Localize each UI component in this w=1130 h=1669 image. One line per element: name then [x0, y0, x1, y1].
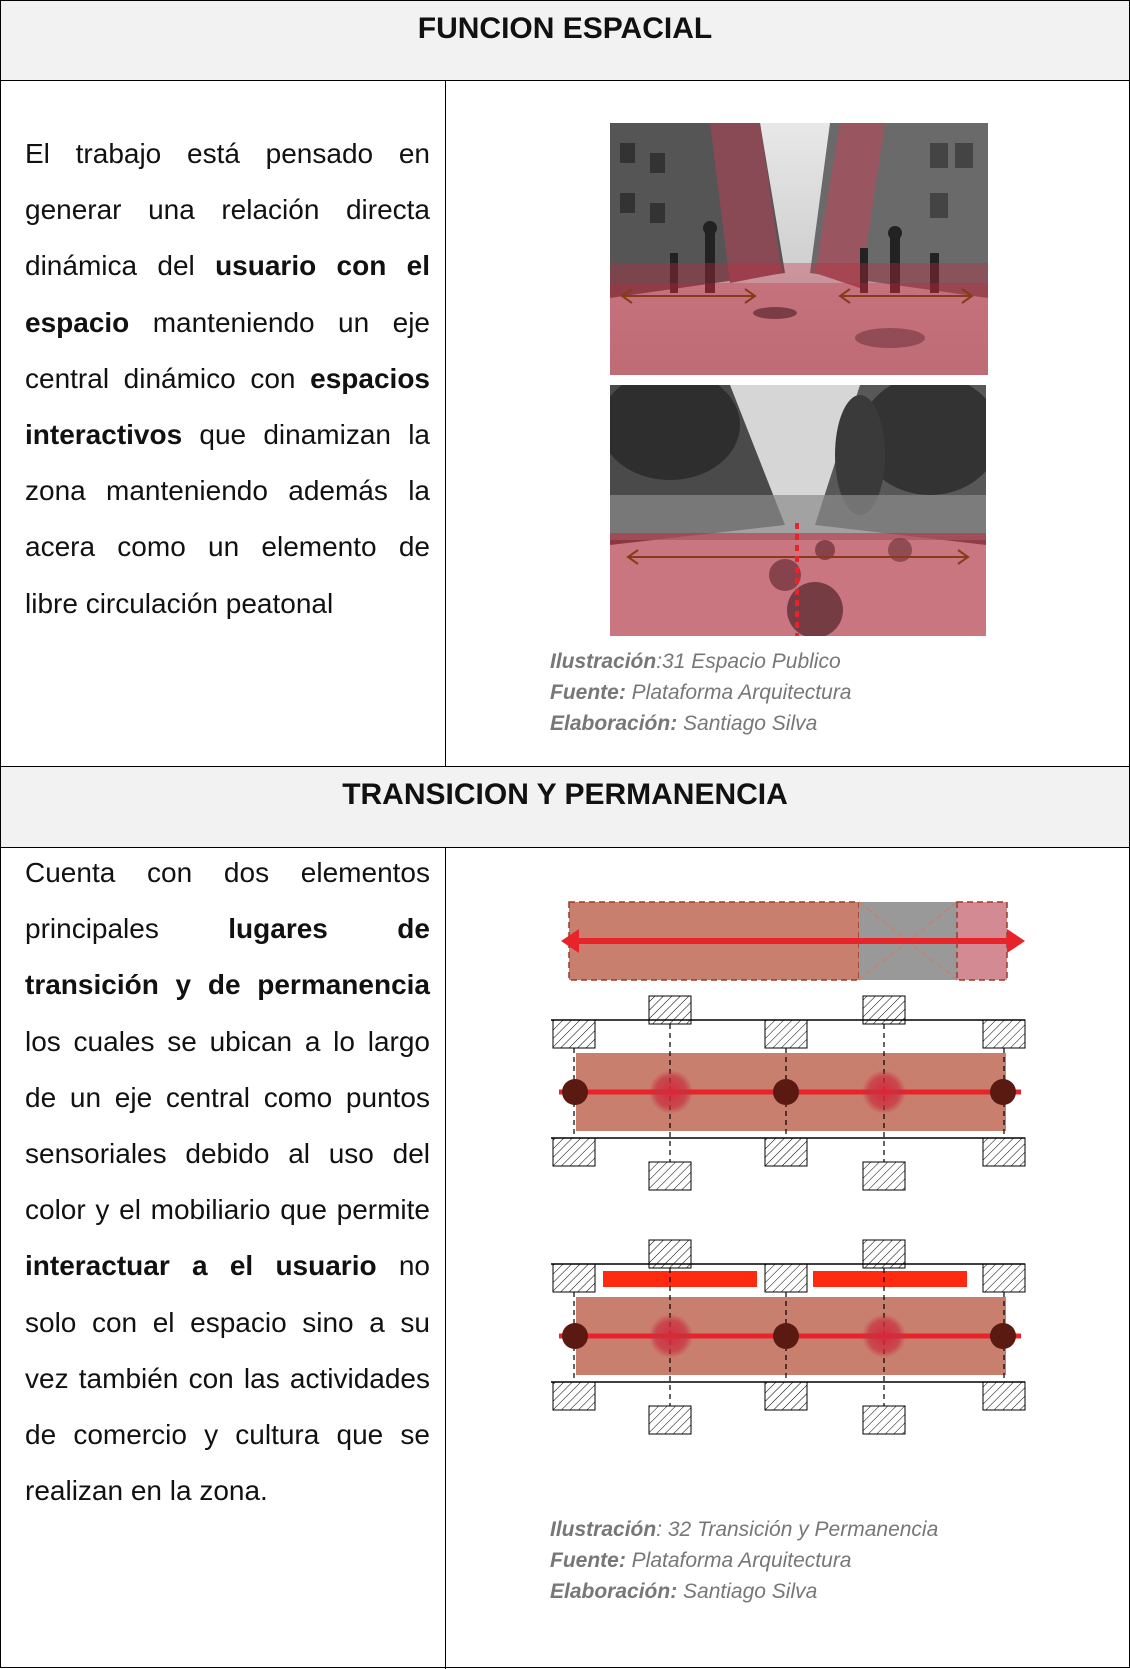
- caption-illustration-32: Ilustración: 32 Transición y Permanencia…: [550, 1514, 938, 1607]
- caption-text: Santiago Silva: [677, 712, 818, 735]
- text-run: Cuenta con dos elementos principales: [25, 857, 430, 945]
- caption-label: Ilustración: [550, 650, 657, 673]
- caption-text: Santiago Silva: [677, 1580, 818, 1603]
- street-photo-2: [610, 385, 986, 636]
- caption-label: Elaboración:: [550, 712, 678, 735]
- text-run-bold: usuario con el espacio: [25, 250, 430, 338]
- paragraph-transicion-permanencia: Cuenta con dos elementos principales lug…: [25, 845, 430, 1519]
- caption-label: Fuente:: [550, 681, 626, 704]
- caption-line-fuente: Fuente: Plataforma Arquitectura: [550, 1545, 938, 1576]
- text-run: manteniendo un eje central dinámico con: [25, 306, 430, 394]
- column-divider: [445, 81, 446, 766]
- caption-illustration-31: Ilustración:31 Espacio Publico Fuente: P…: [550, 646, 852, 739]
- section-title: FUNCION ESPACIAL: [417, 12, 713, 45]
- plan-diagram-2: [551, 1239, 1026, 1435]
- caption-text: : 32 Transición y Permanencia: [656, 1518, 939, 1541]
- section-header-funcion-espacial: FUNCION ESPACIAL: [1, 1, 1129, 81]
- text-run-bold: espacios interactivos: [25, 362, 430, 451]
- caption-line-fuente: Fuente: Plataforma Arquitectura: [550, 677, 852, 708]
- caption-label: Elaboración:: [550, 1580, 678, 1603]
- text-run: los cuales se ubican a lo largo de un ej…: [25, 1025, 430, 1226]
- paragraph-funcion-espacial: El trabajo está pensado en generar una r…: [25, 126, 430, 632]
- caption-line-elaboracion: Elaboración: Santiago Silva: [550, 1576, 938, 1607]
- section-header-transicion-permanencia: TRANSICION Y PERMANENCIA: [1, 766, 1129, 848]
- text-run: que dinamizan la zona manteniendo además…: [25, 419, 430, 619]
- text-run: El trabajo está pensado en generar una r…: [25, 138, 430, 282]
- column-divider: [445, 848, 446, 1669]
- text-run: no solo con el espacio sino a su vez tam…: [25, 1250, 430, 1507]
- caption-line-ilustracion: Ilustración:31 Espacio Publico: [550, 646, 852, 677]
- caption-text: Plataforma Arquitectura: [625, 1549, 852, 1572]
- caption-line-ilustracion: Ilustración: 32 Transición y Permanencia: [550, 1514, 938, 1545]
- caption-label: Fuente:: [550, 1549, 626, 1572]
- section-title: TRANSICION Y PERMANENCIA: [342, 778, 788, 811]
- plan-diagram-1: [551, 995, 1026, 1191]
- axis-strip: [561, 901, 1025, 981]
- caption-text: Plataforma Arquitectura: [625, 681, 852, 704]
- caption-text: :31 Espacio Publico: [656, 650, 841, 673]
- caption-label: Ilustración: [550, 1518, 657, 1541]
- text-run-bold: interactuar a el usuario: [25, 1250, 377, 1282]
- caption-line-elaboracion: Elaboración: Santiago Silva: [550, 708, 852, 739]
- street-photo-1: [610, 123, 988, 375]
- transition-permanence-diagram: [551, 896, 1031, 1461]
- text-run-bold: lugares de transición y de permanencia: [25, 913, 430, 1001]
